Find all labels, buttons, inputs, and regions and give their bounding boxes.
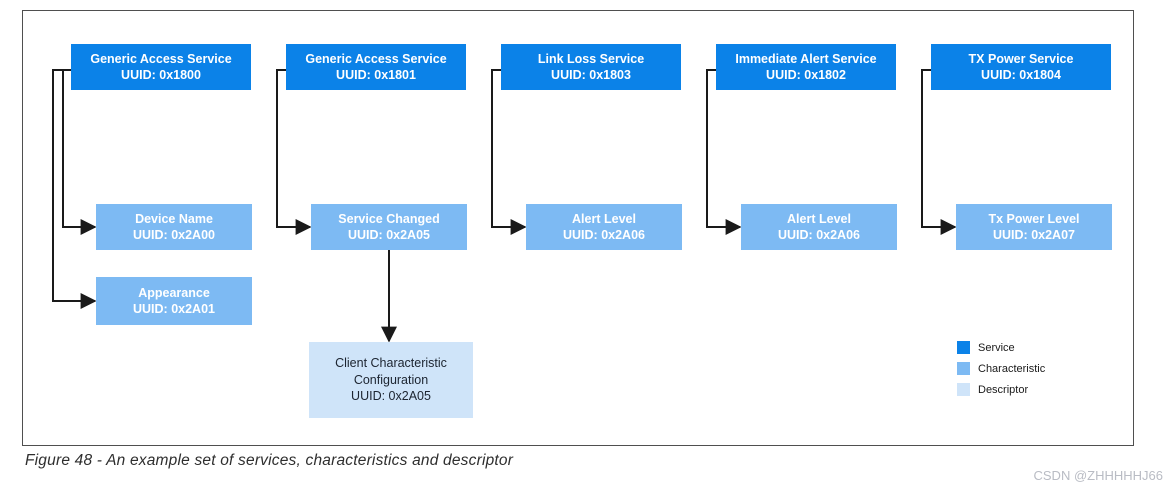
service-box-immediate-alert-0x1802: Immediate Alert Service UUID: 0x1802 (716, 44, 896, 90)
characteristic-name: Device Name (135, 211, 213, 226)
service-color-swatch (957, 341, 970, 354)
characteristic-name: Service Changed (338, 211, 440, 226)
legend-label: Descriptor (978, 383, 1029, 396)
characteristic-uuid: UUID: 0x2A01 (133, 302, 215, 316)
characteristic-uuid: UUID: 0x2A06 (563, 228, 645, 242)
legend-item-characteristic: Characteristic (957, 362, 1045, 375)
characteristic-box-appearance: Appearance UUID: 0x2A01 (96, 277, 252, 325)
service-box-link-loss-0x1803: Link Loss Service UUID: 0x1803 (501, 44, 681, 90)
characteristic-box-alert-level-immediate-alert: Alert Level UUID: 0x2A06 (741, 204, 897, 250)
service-name: Immediate Alert Service (735, 51, 877, 66)
service-uuid: UUID: 0x1800 (121, 68, 201, 82)
characteristic-box-device-name: Device Name UUID: 0x2A00 (96, 204, 252, 250)
characteristic-box-service-changed: Service Changed UUID: 0x2A05 (311, 204, 467, 250)
legend-label: Service (978, 341, 1015, 354)
descriptor-uuid: UUID: 0x2A05 (351, 389, 431, 404)
characteristic-box-tx-power-level: Tx Power Level UUID: 0x2A07 (956, 204, 1112, 250)
characteristic-name: Alert Level (572, 211, 636, 226)
characteristic-uuid: UUID: 0x2A05 (348, 228, 430, 242)
characteristic-uuid: UUID: 0x2A07 (993, 228, 1075, 242)
service-uuid: UUID: 0x1801 (336, 68, 416, 82)
characteristic-name: Alert Level (787, 211, 851, 226)
legend-item-service: Service (957, 341, 1045, 354)
descriptor-box-client-characteristic-configuration: Client Characteristic Configuration UUID… (309, 342, 473, 418)
service-uuid: UUID: 0x1803 (551, 68, 631, 82)
service-uuid: UUID: 0x1802 (766, 68, 846, 82)
figure-caption: Figure 48 - An example set of services, … (25, 452, 514, 469)
characteristic-color-swatch (957, 362, 970, 375)
characteristic-uuid: UUID: 0x2A06 (778, 228, 860, 242)
service-box-generic-access-0x1800: Generic Access Service UUID: 0x1800 (71, 44, 251, 90)
service-name: Generic Access Service (90, 51, 232, 66)
service-name: TX Power Service (968, 51, 1074, 66)
characteristic-name: Appearance (138, 285, 210, 300)
legend-label: Characteristic (978, 362, 1046, 375)
descriptor-color-swatch (957, 383, 970, 396)
descriptor-name: Client Characteristic Configuration (335, 356, 447, 387)
characteristic-box-alert-level-link-loss: Alert Level UUID: 0x2A06 (526, 204, 682, 250)
service-name: Generic Access Service (305, 51, 447, 66)
watermark-text: CSDN @ZHHHHHJ66 (1033, 468, 1164, 483)
legend: Service Characteristic Descriptor (957, 341, 1045, 404)
service-box-generic-access-0x1801: Generic Access Service UUID: 0x1801 (286, 44, 466, 90)
service-name: Link Loss Service (537, 51, 645, 66)
legend-item-descriptor: Descriptor (957, 383, 1045, 396)
characteristic-name: Tx Power Level (988, 211, 1080, 226)
service-box-tx-power-0x1804: TX Power Service UUID: 0x1804 (931, 44, 1111, 90)
service-uuid: UUID: 0x1804 (981, 68, 1061, 82)
characteristic-uuid: UUID: 0x2A00 (133, 228, 215, 242)
